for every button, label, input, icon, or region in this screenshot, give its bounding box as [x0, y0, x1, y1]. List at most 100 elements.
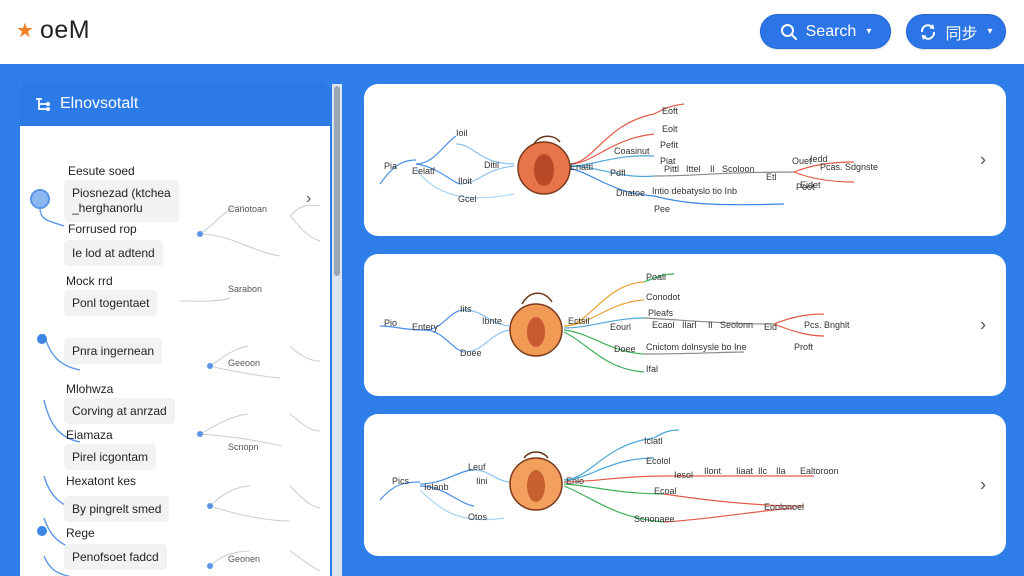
mindmap-label: Iiaat [736, 466, 754, 476]
mindmap-label: Iini [476, 476, 488, 486]
list-item[interactable]: Piosnezad (ktchea _herghanorlu [64, 180, 179, 222]
mindmap-label: Pics [392, 476, 410, 486]
chevron-right-icon[interactable]: › [980, 149, 986, 170]
mindmap-label: Conodot [646, 292, 681, 302]
mindmap-label: Iloit [458, 176, 473, 186]
mindmap-label: Eoolonoel [764, 502, 804, 512]
root-node-dot[interactable] [30, 189, 50, 209]
mindmap-label: Proft [794, 342, 814, 352]
mindmap-label: Ilarl [682, 320, 697, 330]
node-dot[interactable] [37, 526, 47, 536]
mindmap-label: Intio debatyslo tio Inb [652, 186, 737, 196]
mindmap-label: Pee [654, 204, 670, 214]
mindmap-label: Doee [614, 344, 636, 354]
list-item[interactable]: Eiamaza [66, 428, 113, 442]
mindmap-label: Eoft [662, 106, 679, 116]
mindmap-label: Pio [384, 318, 397, 328]
mindmap-card[interactable]: Pio Entery Iits Ibnte Doee Ectsil Eourl … [364, 254, 1006, 396]
mindmap-label: Ittel [686, 164, 701, 174]
mindmap-preview: Pio Entery Iits Ibnte Doee Ectsil Eourl … [379, 272, 850, 374]
mindmap-label: Scnonaee [634, 514, 675, 524]
mindmap-label: Ilc [758, 466, 768, 476]
outline-panel-title: Elnovsotalt [60, 95, 139, 112]
mindmap-label: Ilont [704, 466, 722, 476]
node-dot[interactable] [37, 334, 47, 344]
outline-scrollbar-thumb[interactable] [334, 86, 340, 276]
mindmap-label: Etl [766, 172, 777, 182]
mindmap-label: Enattl [570, 162, 593, 172]
branch-label: Sarabon [228, 284, 263, 294]
mindmap-label: Piat [660, 156, 676, 166]
mindmap-label: Pleafs [648, 308, 674, 318]
mindmap-label: Coasinut [614, 146, 650, 156]
mindmap-label: Ecaol [652, 320, 675, 330]
mindmap-label: Il [710, 164, 715, 174]
list-item[interactable]: Mock rrd [66, 274, 113, 288]
list-item[interactable]: Hexatont kes [66, 474, 137, 488]
list-item[interactable]: Eesute soed [68, 164, 135, 178]
mindmap-label: Ectsil [568, 316, 590, 326]
mindmap-label: Iolanb [424, 482, 449, 492]
workspace: Elnovsotalt [0, 64, 1024, 576]
chevron-down-icon: ▾ [987, 26, 993, 37]
mindmap-label: Pcs. Bnghlt [804, 320, 850, 330]
mindmap-label: Eidet [800, 180, 821, 190]
mindmap-label: Pia [384, 161, 397, 171]
chevron-down-icon: ▾ [866, 26, 872, 37]
list-item[interactable]: Corving at anrzad [64, 398, 175, 424]
list-item[interactable]: Pirel icgontam [64, 444, 157, 470]
brand-name: oeM [39, 16, 91, 44]
mindmap-label: Entery [412, 322, 439, 332]
mindmap-label: Enlo [566, 476, 584, 486]
sync-button-label: 同步 [945, 25, 978, 43]
mindmap-label: Ealtoroon [800, 466, 839, 476]
sync-button[interactable]: 同步 ▾ [906, 14, 1006, 49]
list-item[interactable]: Mlohwza [66, 382, 114, 396]
mindmap-label: Doee [460, 348, 482, 358]
mindmap-label: Iits [460, 304, 472, 314]
mindmap-label: Eid [764, 322, 777, 332]
list-item[interactable]: Penofsoet fadcd [64, 544, 167, 570]
mindmap-label: Ifal [646, 364, 658, 374]
list-item[interactable]: Ponl togentaet [64, 290, 158, 316]
branch-label: Scnopn [228, 442, 259, 452]
outline-scrollbar[interactable] [332, 84, 342, 576]
mindmap-label: Il [708, 320, 713, 330]
list-item[interactable]: Pnra ingernean [64, 338, 163, 364]
outline-panel-header: Elnovsotalt [20, 82, 330, 126]
mindmap-label: Poot [796, 182, 815, 192]
list-item[interactable]: Rege [66, 526, 95, 540]
mindmap-label: Ditil [484, 160, 499, 170]
chevron-right-icon[interactable]: › [980, 314, 986, 335]
mindmap-label: Eolt [662, 124, 678, 134]
mindmap-label: Iedd [810, 154, 828, 164]
search-icon [780, 23, 797, 40]
mindmap-label: Otos [468, 512, 488, 522]
mindmap-label: Pittl [664, 164, 679, 174]
outline-tree: › Eesute soed Piosnezad (ktchea _herghan… [20, 126, 330, 576]
mindmap-label: Dnatoe [616, 188, 645, 198]
list-item[interactable]: By pingrelt smed [64, 496, 170, 522]
mindmap-label: Pefit [660, 140, 679, 150]
mindmap-card[interactable]: Pia Eelatf Ioil Iloit Ditil Gcel Enattl … [364, 84, 1006, 236]
branch-label: Geeoon [228, 358, 261, 368]
mindmap-preview: Pia Eelatf Ioil Iloit Ditil Gcel Enattl … [379, 103, 878, 214]
search-button[interactable]: Search ▾ [760, 14, 891, 49]
outline-panel: Elnovsotalt [20, 82, 330, 576]
branch-label: Canotoan [228, 204, 268, 214]
mindmap-label: Iesol [674, 470, 693, 480]
mindmap-label: Ecoal [654, 486, 677, 496]
mindmap-label: Ecolol [646, 456, 671, 466]
mindmap-label: Ibnte [482, 316, 502, 326]
brand-logo[interactable]: ★ oeM [16, 16, 90, 45]
list-item[interactable]: Ie lod at adtend [64, 240, 163, 266]
app-header: ★ oeM Search ▾ 同步 ▾ [0, 0, 1024, 64]
mindmap-preview: Pics Iolanb Leuf Iini Otos Enlo Iciatl E… [379, 429, 839, 524]
chevron-right-icon[interactable]: › [980, 474, 986, 495]
tree-icon [36, 98, 50, 111]
mindmap-label: Eelatf [412, 166, 436, 176]
search-button-label: Search [805, 22, 857, 40]
list-item[interactable]: Forrused rop [68, 222, 137, 236]
chevron-right-icon[interactable]: › [306, 190, 312, 207]
mindmap-card[interactable]: Pics Iolanb Leuf Iini Otos Enlo Iciatl E… [364, 414, 1006, 556]
